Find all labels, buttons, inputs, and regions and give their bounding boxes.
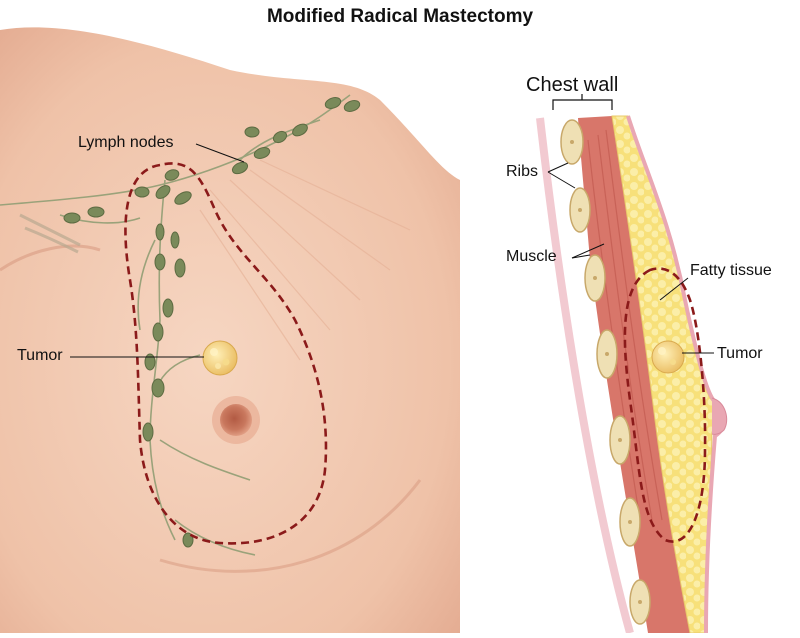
lymph-nodes-label: Lymph nodes xyxy=(78,134,173,152)
cross-section-illustration xyxy=(540,94,800,633)
chest-wall-label: Chest wall xyxy=(526,74,618,97)
diagram-title: Modified Radical Mastectomy xyxy=(0,6,800,28)
muscle-label: Muscle xyxy=(506,248,557,266)
tumor-front xyxy=(203,341,237,375)
nipple-areola xyxy=(212,396,260,444)
front-view-illustration xyxy=(0,27,460,633)
fatty-tissue-label: Fatty tissue xyxy=(690,262,772,280)
tumor-side xyxy=(652,341,684,373)
tumor-front-label: Tumor xyxy=(17,347,63,365)
tumor-side-label: Tumor xyxy=(717,345,763,363)
ribs-label: Ribs xyxy=(506,163,538,181)
